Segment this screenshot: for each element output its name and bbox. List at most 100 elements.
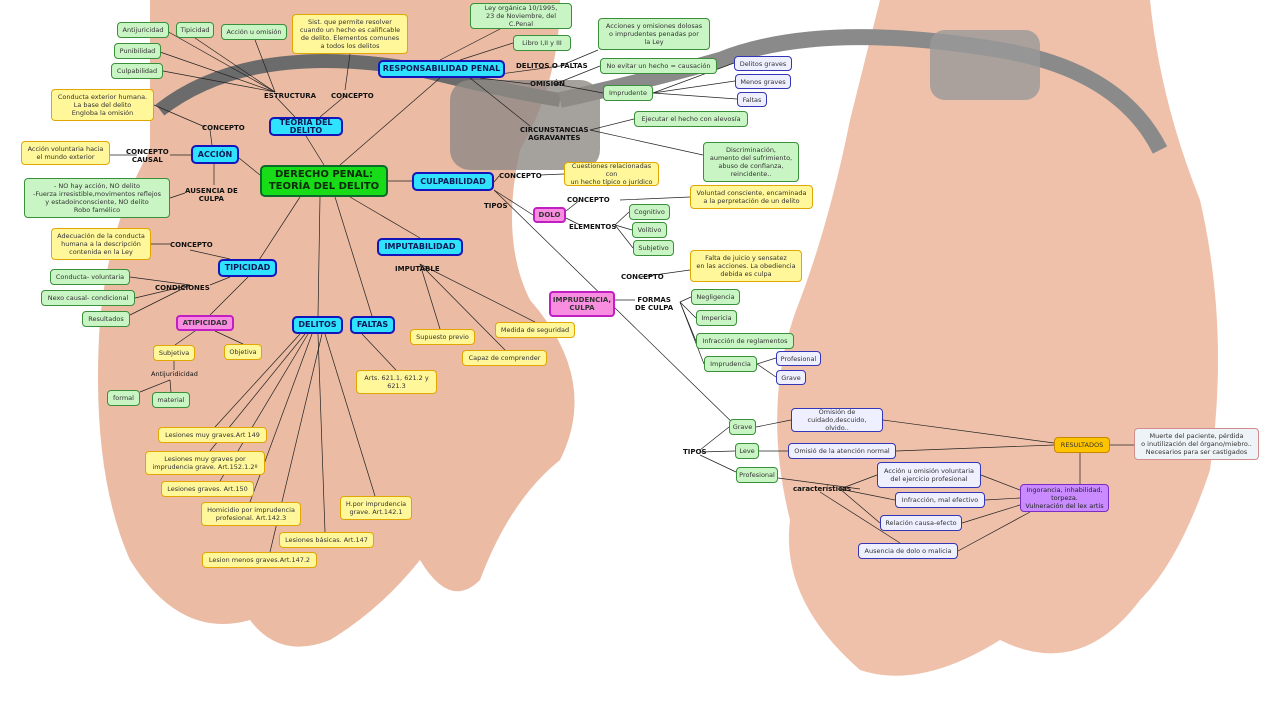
- material-node[interactable]: material: [152, 392, 190, 408]
- medida-seguridad-node[interactable]: Medida de seguridad: [495, 322, 575, 338]
- imprudente-node[interactable]: Imprudente: [603, 85, 653, 101]
- voluntad-consciente-node[interactable]: Voluntad consciente, encaminada a la per…: [690, 185, 813, 209]
- nexo-causal-node[interactable]: Nexo causal- condicional: [41, 290, 135, 306]
- connector-line: [305, 135, 325, 166]
- imprudencia-culpa-node[interactable]: IMPRUDENCIA, CULPA: [549, 291, 615, 317]
- accion-omision-voluntaria-node[interactable]: Acción u omisión voluntaria del ejercici…: [877, 462, 981, 488]
- lesiones-basicas-node[interactable]: Lesiones básicas. Art.147: [279, 532, 374, 548]
- lesiones-150-node[interactable]: Lesiones graves. Art.150: [161, 481, 254, 497]
- formal-node[interactable]: formal: [107, 390, 140, 406]
- cognitivo-node[interactable]: Cognitivo: [629, 204, 670, 220]
- condiciones-label: CONDICIONES: [155, 284, 210, 292]
- connector-line: [209, 129, 213, 146]
- infraccion-mal-efectivo-node[interactable]: Infracción, mal efectivo: [895, 492, 985, 508]
- leve-tipo-node[interactable]: Leve: [735, 443, 759, 459]
- connector-line: [652, 62, 735, 94]
- responsabilidad-penal-node[interactable]: RESPONSABILIDAD PENAL: [378, 60, 505, 78]
- connector-line: [699, 426, 730, 451]
- central-topic[interactable]: DERECHO PENAL: TEORÍA DEL DELITO: [260, 165, 388, 197]
- ignorancia-node[interactable]: Ingorancia, inhabilidad, torpeza. Vulner…: [1020, 484, 1109, 512]
- h-por-imprudencia-node[interactable]: H.por imprudencia grave. Art.142.1: [340, 496, 412, 520]
- omision-atencion-node[interactable]: Omisió de la atención normal: [788, 443, 896, 459]
- capaz-comprender-node[interactable]: Capaz de comprender: [462, 350, 547, 366]
- volitivo-node[interactable]: Volitivo: [632, 222, 667, 238]
- lesiones-152-node[interactable]: Lesiones muy graves por imprudencia grav…: [145, 451, 265, 475]
- delitos-node[interactable]: DELITOS: [292, 316, 343, 334]
- cuestiones-node[interactable]: Cuestiones relacionadas con un hecho típ…: [564, 162, 659, 186]
- connector-line: [895, 444, 1055, 452]
- grave-tipo-node[interactable]: Grave: [729, 419, 756, 435]
- punibilidad-node[interactable]: Punibilidad: [114, 43, 161, 59]
- profesional-imprudencia-node[interactable]: Profesional: [776, 351, 821, 366]
- connector-line: [614, 211, 630, 226]
- tipicidad-node[interactable]: TIPICIDAD: [218, 259, 277, 277]
- homicidio-node[interactable]: Homicidio por imprudencia profesional. A…: [201, 502, 301, 526]
- resultados-node[interactable]: RESULTADOS: [1054, 437, 1110, 453]
- atipicidad-node[interactable]: ATIPICIDAD: [176, 315, 234, 331]
- delitos-graves-node[interactable]: Delitos graves: [734, 56, 792, 71]
- teoria-del-delito-node[interactable]: TEORÍA DEL DELITO: [269, 117, 343, 136]
- ausencia-dolo-node[interactable]: Ausencia de dolo o malicia: [858, 543, 958, 559]
- connector-line: [961, 504, 1021, 524]
- libro-node[interactable]: Libro I,II y III: [513, 35, 571, 51]
- ejecutar-alevosia-node[interactable]: Ejecutar el hecho con alevosía: [634, 111, 748, 127]
- ley-organica-node[interactable]: Ley orgánica 10/1995, 23 de Noviembre, d…: [470, 3, 572, 29]
- relacion-causa-efecto-node[interactable]: Relación causa-efecto: [880, 515, 962, 531]
- objetiva-node[interactable]: Objetiva: [224, 344, 262, 360]
- arts-621-node[interactable]: Arts. 621.1, 621.2 y 621.3: [356, 370, 437, 394]
- falta-juicio-node[interactable]: Falta de juicio y sensatez en las accion…: [690, 250, 802, 282]
- connector-line: [679, 301, 705, 365]
- connector-line: [339, 77, 441, 166]
- infraccion-reglamentos-node[interactable]: Infracción de reglamentos: [696, 333, 794, 349]
- connector-line: [755, 419, 792, 428]
- profesional-tipo-node[interactable]: Profesional: [736, 467, 778, 483]
- impericia-node[interactable]: Impericia: [696, 310, 737, 326]
- ausencia-culpa-node[interactable]: - NO hay acción, NO delito -Fuerza irres…: [24, 178, 170, 218]
- muerte-paciente-node[interactable]: Muerte del paciente, pérdida o inutiliza…: [1134, 428, 1259, 460]
- accion-node[interactable]: ACCIÓN: [191, 145, 239, 164]
- antijuridicidad-node[interactable]: Antijuricidad: [117, 22, 169, 38]
- tipicidad-small-node[interactable]: Tipicidad: [176, 22, 214, 38]
- resultados-tipicidad-node[interactable]: Resultados: [82, 311, 130, 327]
- accion-voluntaria-node[interactable]: Acción voluntaria hacia el mundo exterio…: [21, 141, 110, 165]
- faltas-small-node[interactable]: Faltas: [737, 92, 767, 107]
- connector-line: [493, 175, 500, 183]
- connector-line: [984, 497, 1021, 501]
- supuesto-previo-node[interactable]: Supuesto previo: [410, 329, 475, 345]
- caracteristicas-label: características: [793, 485, 852, 493]
- subjetivo-node[interactable]: Subjetivo: [633, 240, 674, 256]
- acciones-omisiones-node[interactable]: Acciones y omisiones dolosas o imprudent…: [598, 18, 710, 50]
- omision-cuidado-node[interactable]: Omisión de cuidado,descuido, olvido..: [791, 408, 883, 432]
- imprudencia-node[interactable]: Imprudencia: [704, 356, 757, 372]
- dolo-node[interactable]: DOLO: [533, 207, 566, 223]
- culpabilidad-small-node[interactable]: Culpabilidad: [111, 63, 163, 79]
- subjetiva-node[interactable]: Subjetiva: [153, 345, 195, 361]
- imputabilidad-node[interactable]: IMPUTABILIDAD: [377, 238, 463, 256]
- ausencia-culpa-label: AUSENCIA DE CULPA: [185, 187, 238, 203]
- connector-line: [254, 39, 276, 93]
- estructura-label: ESTRUCTURA: [264, 92, 317, 100]
- conducta-voluntaria-node[interactable]: Conducta- voluntaria: [50, 269, 130, 285]
- connector-line: [162, 70, 276, 93]
- lesiones-149-node[interactable]: Lesiones muy graves.Art 149: [158, 427, 267, 443]
- connector-line: [129, 276, 191, 286]
- grave-imprudencia-node[interactable]: Grave: [776, 370, 806, 385]
- connector-line: [589, 129, 704, 156]
- discriminacion-node[interactable]: Discriminación, aumento del sufrimiento,…: [703, 142, 799, 182]
- negligencia-node[interactable]: Negligencia: [691, 289, 740, 305]
- adecuacion-node[interactable]: Adecuación de la conducta humana a la de…: [51, 228, 151, 260]
- lesion-menos-graves-node[interactable]: Lesion menos graves.Art.147.2: [202, 552, 317, 568]
- sistema-concepto-node[interactable]: Sist. que permite resolver cuando un hec…: [292, 14, 408, 54]
- no-evitar-node[interactable]: No evitar un hecho = causación: [600, 58, 717, 74]
- connector-line: [493, 189, 534, 216]
- menos-graves-node[interactable]: Menos graves: [735, 74, 791, 89]
- connector-line: [839, 474, 878, 490]
- culpabilidad-node[interactable]: CULPABILIDAD: [412, 172, 494, 191]
- accion-omision-node[interactable]: Acción u omisión: [221, 24, 287, 40]
- connector-line: [174, 330, 196, 346]
- connector-line: [679, 301, 697, 319]
- conducta-exterior-node[interactable]: Conducta exterior humana. La base del de…: [51, 89, 154, 121]
- faltas-node[interactable]: FALTAS: [350, 316, 395, 334]
- connector-line: [699, 450, 736, 453]
- connector-line: [361, 333, 397, 371]
